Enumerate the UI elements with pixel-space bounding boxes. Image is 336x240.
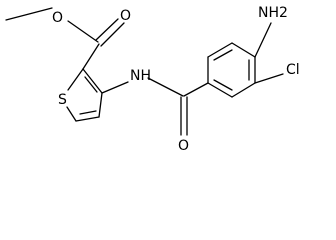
bond-b5-b6 — [231, 82, 256, 98]
bond-co-ring — [183, 82, 209, 97]
amine-label: NH2 — [258, 5, 288, 21]
amide-nitrogen-label: NH — [130, 68, 151, 84]
bond-o-carbonyl — [67, 20, 99, 43]
bond-b6-b1 — [207, 82, 233, 98]
bond-c3-n — [101, 81, 129, 94]
bond-carbonyl-double-1 — [95, 18, 119, 41]
bond-b2-b3-inner — [213, 49, 233, 61]
chlorine-label: Cl — [286, 62, 300, 78]
bond-b4-nh2 — [254, 22, 272, 58]
bond-b5-cl — [254, 73, 284, 84]
bond-b2-b3 — [207, 42, 233, 58]
sulfur-label: S — [58, 92, 67, 108]
bond-c2-s — [67, 68, 84, 91]
bond-b6-b1-inner — [213, 79, 233, 91]
amide-oxygen-label: O — [178, 138, 189, 154]
carbonyl-oxygen-label: O — [120, 8, 131, 24]
bond-s-c5 — [66, 106, 77, 122]
bond-carbonyl-double-2 — [100, 22, 125, 47]
chemical-structure: O O S NH O NH2 Cl — [5, 5, 300, 154]
bond-c5-c4 — [75, 116, 100, 122]
bond-b3-b4 — [231, 42, 256, 58]
bond-n-co — [147, 77, 184, 97]
ester-oxygen-label: O — [52, 10, 63, 26]
bond-c2-c3 — [82, 68, 103, 94]
bond-c2-c3-inner — [84, 76, 98, 93]
bond-c4-c3 — [98, 92, 103, 118]
bond-c5-c4-inner — [79, 110, 97, 115]
bond-carbonyl-ring — [82, 43, 100, 70]
bond-methyl-o — [5, 7, 53, 21]
